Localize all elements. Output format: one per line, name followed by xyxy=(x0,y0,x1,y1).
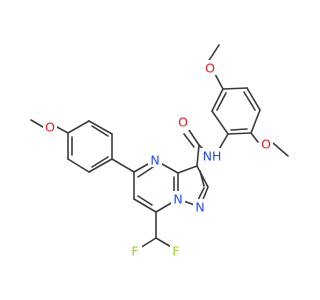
bond xyxy=(88,120,113,135)
bond xyxy=(230,128,248,131)
bond xyxy=(216,92,227,111)
bond xyxy=(207,44,220,63)
atom-mask xyxy=(129,244,142,259)
bond xyxy=(246,87,261,111)
bond-lines xyxy=(30,44,289,249)
bond xyxy=(250,109,261,134)
bond xyxy=(196,144,200,167)
atom-mask xyxy=(43,119,57,134)
bond xyxy=(211,88,224,112)
atom-fluorine-left: F xyxy=(131,244,138,259)
atom-mask xyxy=(201,148,223,163)
atom-amide-nh: NH xyxy=(203,149,222,164)
atom-nitrogen-pyrazole: N xyxy=(195,200,204,215)
atom-oxygen-methoxy-right: O xyxy=(261,137,271,152)
bond xyxy=(111,158,135,173)
atom-mask xyxy=(193,199,207,214)
bond xyxy=(67,158,90,173)
molecule-structure: O N N N F F O NH O O xyxy=(0,0,300,300)
bond xyxy=(67,120,90,134)
bond xyxy=(91,125,109,137)
atom-mask xyxy=(170,244,183,259)
atom-nitrogen-bridge: N xyxy=(173,192,182,207)
bond xyxy=(183,133,195,148)
atom-oxygen-methoxy-top: O xyxy=(205,61,215,76)
bond xyxy=(188,129,200,146)
bond xyxy=(222,87,248,90)
bond xyxy=(139,237,157,249)
bond xyxy=(56,126,69,134)
atom-mask xyxy=(259,136,273,151)
atom-oxygen-amide: O xyxy=(178,115,188,130)
bond xyxy=(91,156,109,168)
bond xyxy=(272,142,289,157)
atom-oxygen-methoxy-left: O xyxy=(45,120,55,135)
atom-mask xyxy=(171,191,185,206)
atom-mask xyxy=(148,152,162,167)
bond xyxy=(199,170,205,187)
bond xyxy=(243,91,256,111)
canvas-background xyxy=(0,0,300,300)
bond xyxy=(211,110,229,135)
atom-labels: O N N N F F O NH O O xyxy=(43,60,273,259)
atom-nitrogen-pyrimidine: N xyxy=(150,153,159,168)
bond xyxy=(133,198,157,213)
bond xyxy=(177,165,198,174)
bond xyxy=(227,132,252,135)
bond xyxy=(196,165,209,188)
bond xyxy=(30,119,44,128)
atom-mask xyxy=(203,60,217,75)
bond xyxy=(250,132,259,143)
atom-mask xyxy=(176,115,190,130)
bond xyxy=(214,73,224,90)
bond xyxy=(137,166,154,178)
bond xyxy=(88,158,113,173)
atom-fluorine-right: F xyxy=(172,244,179,259)
bond xyxy=(137,195,153,206)
